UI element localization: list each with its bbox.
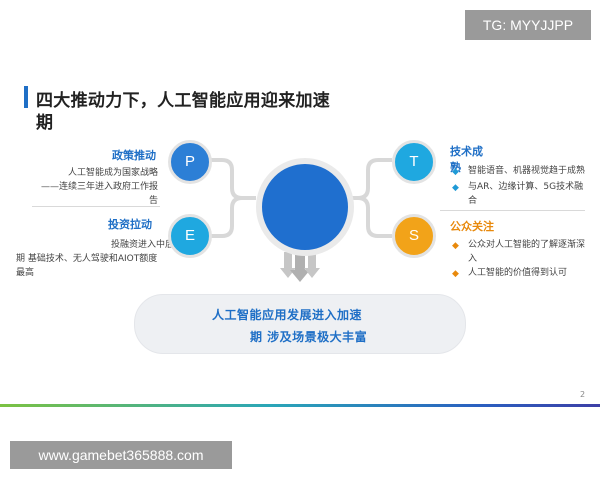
tg-badge: TG: MYYJJPP: [465, 10, 591, 40]
policy-desc-line: 告: [148, 196, 158, 206]
technology-bullet-text: 智能语音、机器视觉趋于成熟: [468, 166, 586, 176]
slide-title-line-1: 四大推动力下，人工智能应用迎来加速: [36, 91, 331, 111]
arrow-right-icon: [304, 252, 320, 278]
technology-label: 技术成 熟: [450, 143, 483, 175]
investment-circle: E: [168, 214, 212, 258]
technology-bullet-text: 与AR、边缘计算、5G技术融 合: [468, 180, 583, 208]
footer-gradient-line: [0, 404, 600, 407]
public-bullet-text: 公众对人工智能的了解逐渐深 入: [468, 238, 585, 266]
diamond-bullet-icon: ◆: [452, 241, 459, 251]
diamond-bullet-icon: ◆: [452, 183, 459, 193]
public-circle: S: [392, 214, 436, 258]
public-bullet-line: 入: [468, 254, 478, 264]
technology-label-line: 熟: [450, 161, 461, 174]
public-bullet-text: 人工智能的价值得到认可: [468, 268, 568, 278]
conclusion-pill: [134, 294, 466, 354]
policy-desc-line: 人工智能成为国家战略: [67, 168, 158, 178]
divider-right: [440, 210, 585, 211]
center-circle: [256, 158, 354, 256]
down-arrows-icon: [280, 248, 320, 282]
slide: 四大推动力下，人工智能应用迎来加速 期 政策推动 人工智能成为国家战略 ——连续…: [0, 86, 600, 407]
connector-left-top: [208, 158, 256, 200]
technology-label-line: 技术成: [450, 145, 483, 158]
diamond-bullet-icon: ◆: [452, 167, 459, 177]
public-attention-label: 公众关注: [450, 220, 494, 233]
investment-desc-line: 投融资进入中后: [110, 240, 174, 250]
connector-right-bottom: [342, 196, 392, 238]
title-accent-bar: [24, 86, 28, 108]
investment-desc-line: 最高: [16, 268, 35, 278]
conclusion-line-2: 期 涉及场景极大丰富: [250, 330, 368, 344]
technology-bullet: ◆ 与AR、边缘计算、5G技术融 合: [452, 180, 592, 208]
conclusion-line-1: 人工智能应用发展进入加速: [212, 308, 363, 322]
slide-title-line-2: 期: [36, 113, 54, 133]
public-bullet: ◆ 人工智能的价值得到认可: [452, 266, 592, 280]
technology-bullet-line: 与AR、边缘计算、5G技术融: [468, 182, 584, 192]
investment-label: 投资拉动: [108, 218, 152, 231]
technology-circle: T: [392, 140, 436, 184]
arrow-middle-icon: [290, 248, 310, 282]
public-bullet: ◆ 公众对人工智能的了解逐渐深 入: [452, 238, 592, 266]
investment-description: 投融资进入中后 期 基础技术、无人驾驶和AIOT额度 最高: [16, 238, 174, 280]
public-bullet-line: 公众对人工智能的了解逐渐深: [468, 240, 586, 250]
diamond-bullet-icon: ◆: [452, 269, 459, 279]
policy-label: 政策推动: [112, 149, 156, 162]
technology-bullet-line: 合: [468, 196, 478, 206]
connector-left-bottom: [208, 196, 256, 238]
investment-desc-line: 期 基础技术、无人驾驶和AIOT额度: [16, 254, 158, 264]
technology-bullet: ◆ 智能语音、机器视觉趋于成熟: [452, 164, 592, 178]
watermark-url: www.gamebet365888.com: [10, 441, 232, 469]
policy-circle: P: [168, 140, 212, 184]
policy-description: 人工智能成为国家战略 ——连续三年进入政府工作报 告: [30, 166, 158, 208]
page-number: 2: [580, 390, 586, 399]
connector-lines: [208, 158, 392, 282]
divider-left: [32, 206, 160, 207]
policy-desc-line: ——连续三年进入政府工作报: [40, 182, 158, 192]
